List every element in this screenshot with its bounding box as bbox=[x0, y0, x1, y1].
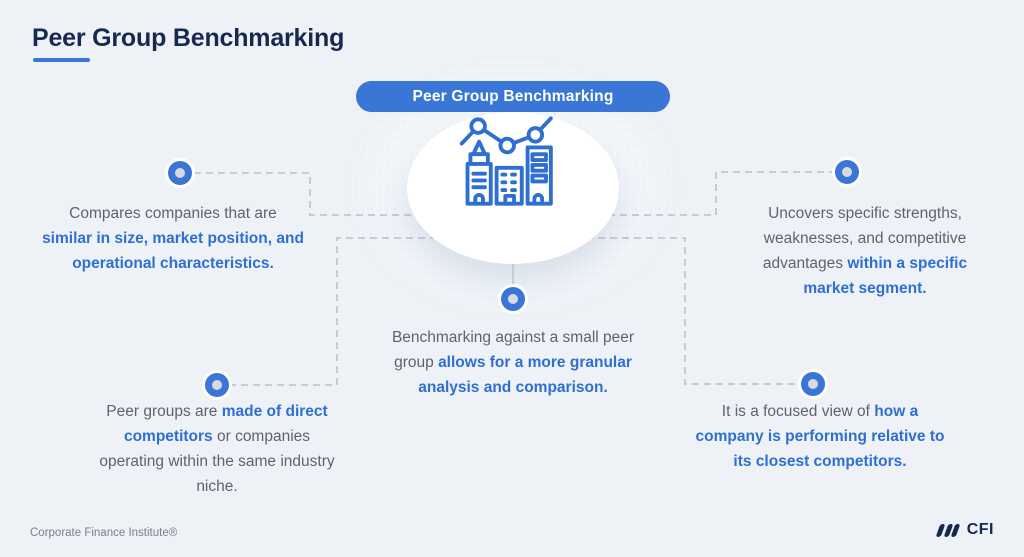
text-line: It is a focused view of how a bbox=[721, 403, 919, 420]
center-pill-label: Peer Group Benchmarking bbox=[412, 87, 614, 105]
title-underline bbox=[33, 58, 90, 62]
text-line: weaknesses, and competitive bbox=[763, 230, 967, 247]
city-skyline-with-line-chart-icon bbox=[459, 116, 553, 206]
text-line: company is performing relative to bbox=[695, 428, 945, 445]
trend-node-icon bbox=[498, 136, 516, 155]
text-block-top-right: Uncovers specific strengths, weaknesses, … bbox=[715, 201, 1015, 301]
text-line: advantages within a specific bbox=[762, 255, 968, 272]
text-line: operational characteristics. bbox=[72, 255, 274, 272]
text-line: its closest competitors. bbox=[733, 453, 907, 470]
text-line: Benchmarking against a small peer bbox=[391, 329, 635, 346]
donut-hole bbox=[175, 168, 185, 178]
building-left bbox=[465, 162, 493, 206]
trend-node-icon bbox=[526, 126, 545, 144]
cfi-slanted-bars-icon bbox=[935, 523, 961, 537]
text-line: group allows for a more granular bbox=[394, 354, 632, 371]
donut-node-icon bbox=[801, 372, 825, 396]
text-line: operating within the same industry bbox=[99, 453, 335, 470]
donut-hole bbox=[808, 379, 818, 389]
cfi-logo-text: CFI bbox=[966, 521, 994, 538]
text-line: market segment. bbox=[803, 280, 927, 297]
text-block-bottom-left: Peer groups are made of direct competitor… bbox=[57, 399, 377, 499]
text-line: Compares companies that are bbox=[69, 205, 277, 222]
center-pill: Peer Group Benchmarking bbox=[356, 81, 670, 112]
footer-credit: Corporate Finance Institute® bbox=[30, 527, 178, 539]
donut-node-icon bbox=[835, 160, 859, 184]
donut-hole bbox=[508, 294, 518, 304]
text-line: analysis and comparison. bbox=[418, 379, 608, 396]
text-block-top-left: Compares companies that are similar in si… bbox=[13, 201, 333, 276]
text-line: Peer groups are made of direct bbox=[106, 403, 328, 420]
text-line: competitors or companies bbox=[123, 428, 311, 445]
text-line: similar in size, market position, and bbox=[42, 230, 304, 247]
page-title: Peer Group Benchmarking bbox=[32, 24, 345, 52]
building-middle bbox=[494, 165, 524, 206]
donut-hole bbox=[842, 167, 852, 177]
text-line: niche. bbox=[196, 478, 238, 495]
donut-node-icon bbox=[168, 161, 192, 185]
text-block-center: Benchmarking against a small peer group a… bbox=[353, 325, 673, 400]
cfi-logo: CFI bbox=[935, 521, 994, 539]
donut-node-icon bbox=[205, 373, 229, 397]
donut-hole bbox=[212, 380, 222, 390]
connector-inner bbox=[229, 237, 801, 386]
donut-node-icon bbox=[501, 287, 525, 311]
trend-node-icon bbox=[469, 117, 487, 135]
text-block-bottom-right: It is a focused view of how a company is … bbox=[668, 399, 972, 474]
text-line: Uncovers specific strengths, bbox=[768, 205, 962, 222]
